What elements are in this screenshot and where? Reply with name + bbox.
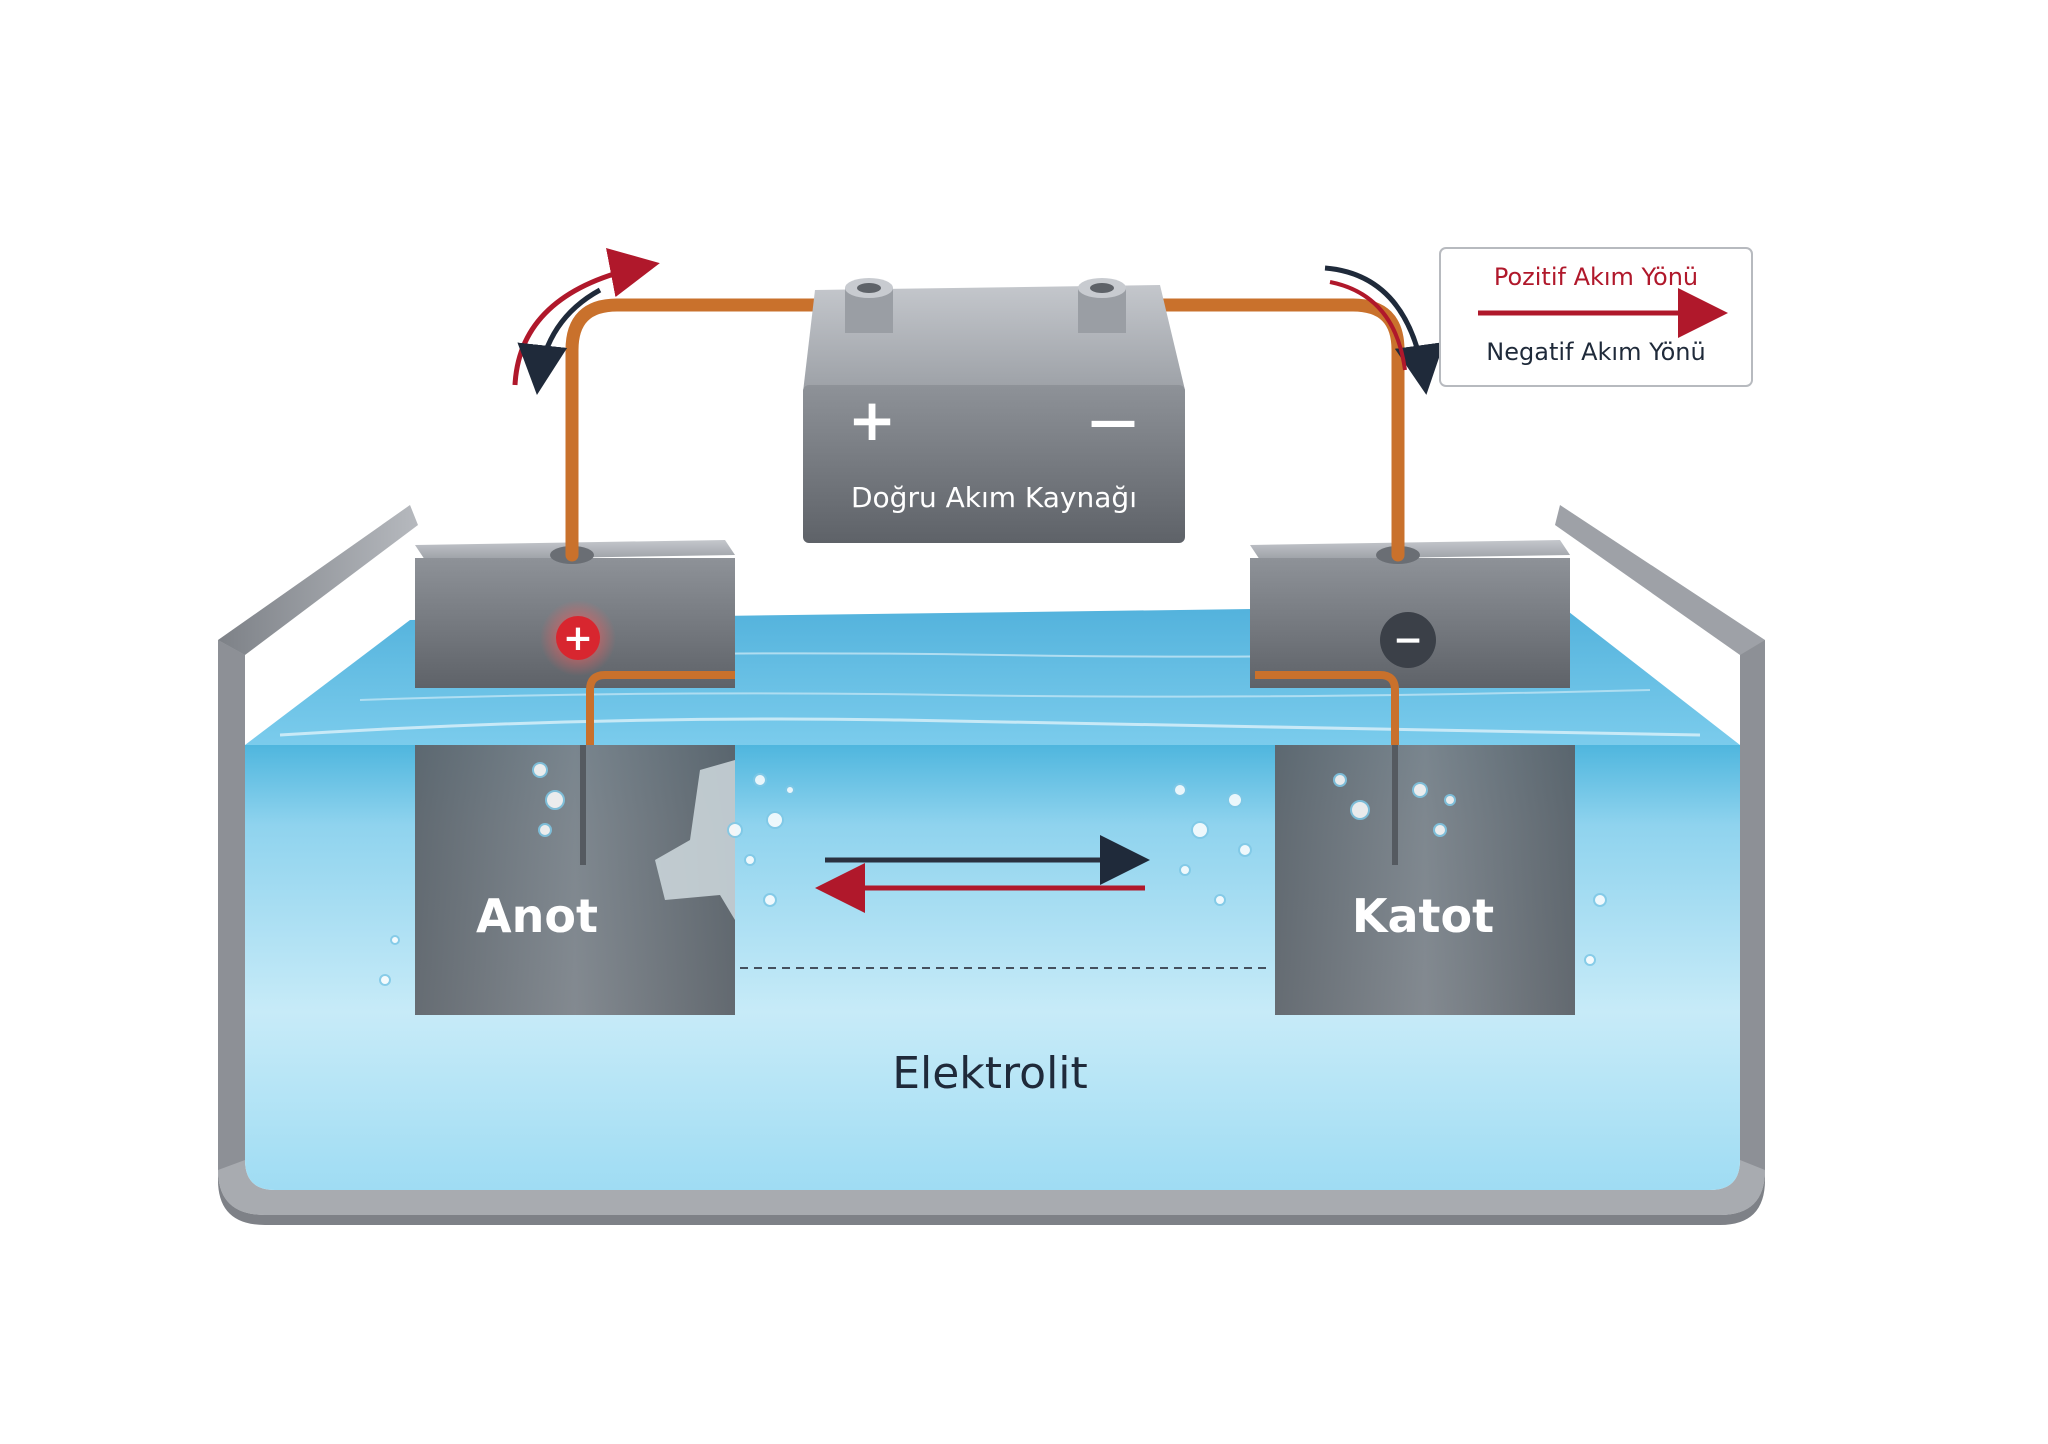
positive-current-arrow-cathode xyxy=(1329,280,1407,371)
tank-right-wall xyxy=(1555,505,1765,655)
anode-electrode xyxy=(415,745,735,1015)
ion-flow-arrows xyxy=(740,835,1270,969)
tank-left-wall xyxy=(218,505,418,655)
bubbles xyxy=(379,762,1607,986)
anode-plus-icon xyxy=(556,616,600,660)
anode-wire xyxy=(565,298,857,562)
dc-source: + — Doğru Akım Kaynağı xyxy=(803,278,1185,543)
legend: Pozitif Akım Yönü Negatif Akım Yönü xyxy=(1439,247,1753,387)
legend-positive-label: Pozitif Akım Yönü xyxy=(1494,263,1698,291)
anode-sign: + xyxy=(563,618,593,659)
negative-current-arrow-cathode xyxy=(1324,265,1445,395)
source-label: Doğru Akım Kaynağı xyxy=(851,481,1137,514)
legend-negative-label: Negatif Akım Yönü xyxy=(1486,338,1705,366)
anode-current-arrows xyxy=(512,248,660,395)
anode-terminal-box: + xyxy=(415,540,735,688)
cathode-current-arrows xyxy=(1324,265,1445,395)
source-plus-symbol: + xyxy=(848,386,897,454)
cathode-minus-icon xyxy=(1380,612,1436,668)
cathode-label: Katot xyxy=(1352,889,1494,943)
negative-terminal-post xyxy=(1078,278,1126,333)
source-minus-symbol: — xyxy=(1089,393,1137,449)
negative-current-arrow-anode xyxy=(517,287,602,395)
positive-terminal-post xyxy=(845,278,893,333)
electrolyte-label: Elektrolit xyxy=(892,1048,1088,1099)
anode-label: Anot xyxy=(476,889,598,943)
cathode-terminal-box: − xyxy=(1250,540,1570,688)
cathode-sign: − xyxy=(1393,620,1423,661)
